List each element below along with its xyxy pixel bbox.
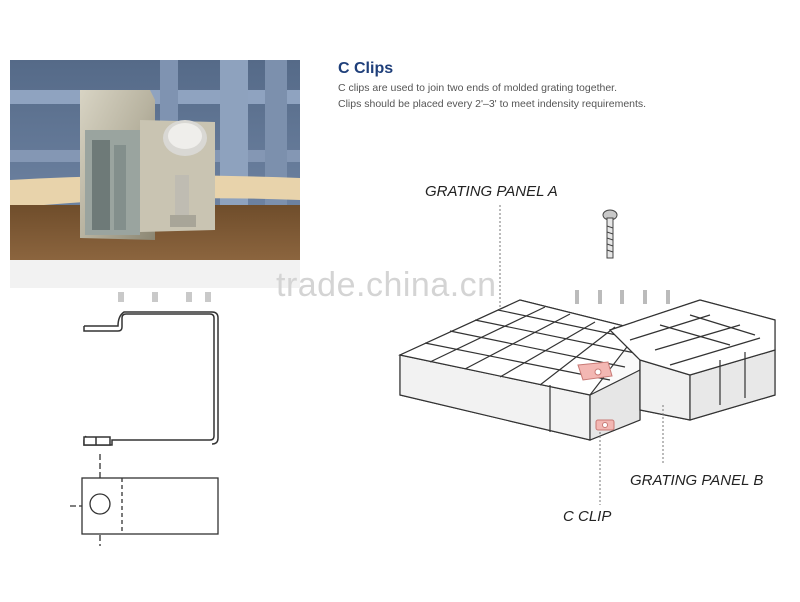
photo-bottom-bars (118, 292, 211, 302)
clip-side-view (83, 311, 219, 446)
page-title: C Clips (338, 60, 394, 77)
description-line-1: C clips are used to join two ends of mol… (338, 82, 617, 94)
description-line-2: Clips should be placed every 2'–3' to me… (338, 98, 647, 110)
watermark: trade.china.cn (276, 266, 497, 304)
clip-top-view (70, 454, 219, 546)
c-clip-highlight (577, 361, 615, 431)
bolt-icon (602, 209, 618, 259)
leader-lines (499, 205, 664, 505)
label-grating-panel-a: GRATING PANEL A (425, 183, 558, 200)
c-clip-photo (10, 60, 300, 288)
label-c-clip: C CLIP (563, 508, 612, 525)
label-grating-panel-b: GRATING PANEL B (630, 472, 764, 489)
grating-panel-b (608, 299, 776, 421)
panel-b-top-bars (575, 290, 670, 304)
